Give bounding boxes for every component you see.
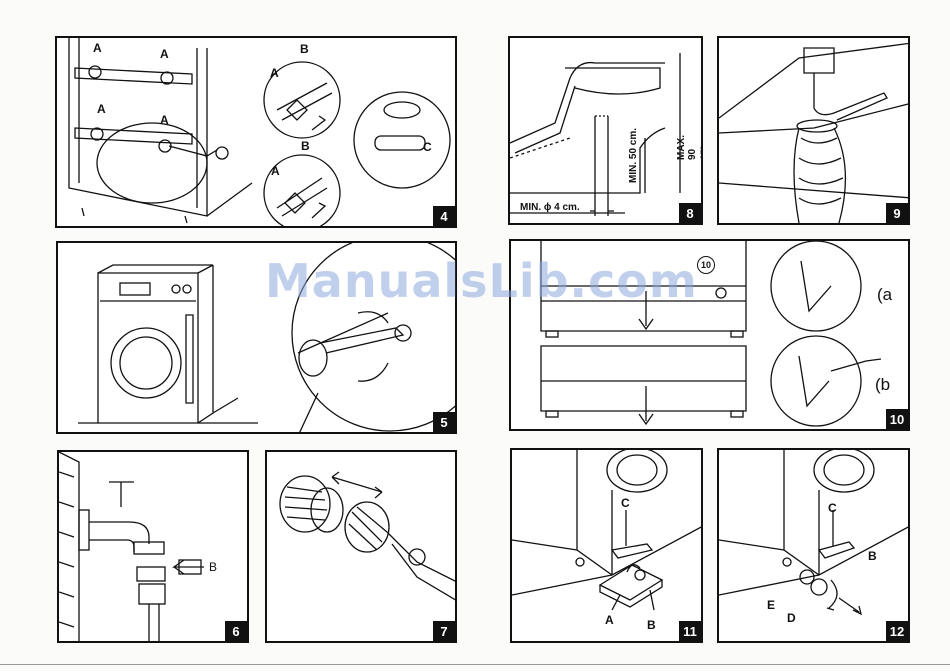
label-b: B (209, 560, 217, 574)
label-a: A (160, 47, 169, 61)
callout-10-marker: 10 (697, 256, 715, 274)
figure-panel-10: 10 10 10 10 10 10 10 10 10 10 10 10 10 1… (509, 239, 910, 431)
label-d: D (787, 611, 796, 625)
label-b: B (300, 42, 309, 56)
label-b: B (868, 549, 877, 563)
figure-number: 7 (433, 621, 455, 641)
label-a: A (160, 113, 169, 127)
label-b-option: (b (875, 375, 890, 395)
label-b: B (647, 618, 656, 632)
label-c: C (423, 140, 432, 154)
page-bottom-rule (0, 664, 950, 665)
figure-number: 4 (433, 206, 455, 226)
figure-panel-6: B 6 (57, 450, 249, 643)
label-a: A (271, 164, 280, 178)
figure-panel-8: MIN. ϕ 4 cm. MIN. 50 cm. MAX. 90 cm. 8 (508, 36, 703, 225)
figure-number: 9 (886, 203, 908, 223)
figure-panel-11: C A B 11 (510, 448, 703, 643)
label-a: A (93, 41, 102, 55)
label-a-option: (a (877, 285, 892, 305)
panel-9-illustration (719, 38, 910, 225)
panel-12-illustration (719, 450, 910, 643)
panel-6-illustration (59, 452, 249, 643)
panel-5-illustration (58, 243, 457, 434)
callout-10-text: 10 (701, 260, 711, 270)
label-min-diameter: MIN. ϕ 4 cm. (520, 202, 580, 213)
label-b: B (301, 139, 310, 153)
figure-panel-4: A A A A A B A B C 4 (55, 36, 457, 228)
label-c: C (828, 501, 837, 515)
label-a: A (605, 613, 614, 627)
figure-number: 5 (433, 412, 455, 432)
label-a: A (97, 102, 106, 116)
figure-number: 11 (679, 621, 701, 641)
label-a: A (270, 66, 279, 80)
figure-number: 6 (225, 621, 247, 641)
label-c: C (621, 496, 630, 510)
figure-panel-12: C C B B C C C C 12 12 B B B B B B E D 12 (717, 448, 910, 643)
figure-number: 10 (886, 409, 908, 429)
figure-panel-7: 7 (265, 450, 457, 643)
figure-panel-9: 9 (717, 36, 910, 225)
label-min-height: MIN. 50 cm. (628, 128, 639, 183)
label-max-height: MAX. 90 cm. (676, 135, 703, 160)
figure-panel-5: 5 (56, 241, 457, 434)
panel-8-illustration (510, 38, 703, 225)
figure-number: 12 (886, 621, 908, 641)
panel-7-illustration (267, 452, 457, 643)
figure-number: 8 (679, 203, 701, 223)
panel-4-illustration (57, 38, 457, 228)
label-e: E (767, 598, 775, 612)
